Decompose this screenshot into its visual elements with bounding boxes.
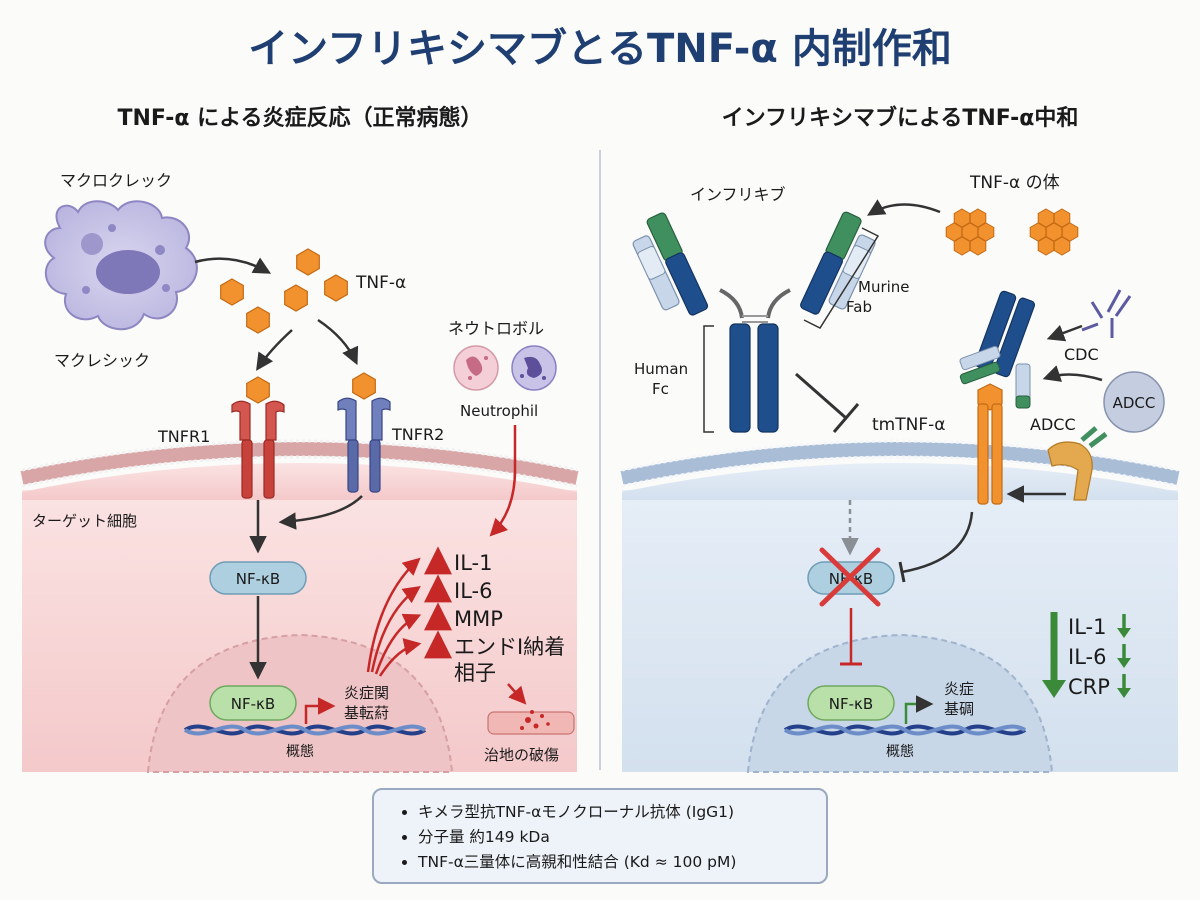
marker-il1: IL-1 bbox=[1068, 615, 1106, 639]
right-dna bbox=[783, 724, 1027, 736]
left-nucleus-label: 概態 bbox=[286, 744, 314, 760]
big-down-arrowhead bbox=[1042, 680, 1066, 698]
cdc-label: CDC bbox=[1064, 345, 1099, 364]
tmtnf-complex bbox=[959, 290, 1036, 505]
antibody-inhibit-line bbox=[795, 372, 847, 420]
murine-bracket bbox=[803, 227, 880, 329]
adcc-label: ADCC bbox=[1030, 415, 1076, 434]
nfkb-nucleus-right bbox=[807, 685, 895, 721]
tmtnf-label: tmTNF-α bbox=[872, 415, 945, 435]
info-item: キメラ型抗TNF-αモノクローナル抗体 (IgG1) bbox=[418, 800, 808, 825]
transcription-arrow-right bbox=[904, 695, 934, 724]
adcc-arrow bbox=[1042, 365, 1103, 382]
output-arrows bbox=[366, 557, 422, 677]
tnfr1-label: TNFR1 bbox=[157, 427, 210, 446]
nfkb-cytoplasm-label: NF-κB bbox=[236, 570, 280, 588]
left-nucleus bbox=[146, 633, 454, 773]
right-heading: インフリキシマブによるTNF-α中和 bbox=[722, 105, 1079, 131]
down-arrow-crp bbox=[1117, 674, 1131, 698]
left-cell-membrane bbox=[20, 439, 579, 500]
tnfr2-to-nfkb bbox=[278, 495, 363, 530]
nfkb-nucleus-right-label: NF-κB bbox=[829, 695, 873, 713]
gene-label-1: 炎症関 bbox=[344, 684, 389, 702]
neutrophil-label-en: Neutrophil bbox=[460, 402, 538, 420]
human-label-2: Fc bbox=[652, 380, 669, 398]
human-label-1: Human bbox=[634, 360, 688, 378]
cdc-arrow bbox=[1046, 324, 1083, 342]
macrophage-label-top: マクロクレック bbox=[60, 171, 172, 190]
tnf-trimer-label: TNF-α の体 bbox=[969, 173, 1060, 193]
macrophage bbox=[44, 200, 198, 331]
marker-list: IL-1 IL-6 CRP bbox=[1042, 612, 1131, 699]
fc-receptor bbox=[1047, 426, 1108, 501]
transcription-arrow bbox=[304, 697, 336, 724]
tnfr2-receptor bbox=[337, 372, 391, 493]
gene-label-2: 基転葤 bbox=[344, 704, 389, 722]
c1q-complement bbox=[1081, 289, 1132, 338]
left-dna bbox=[183, 724, 427, 736]
left-panel: TNF-α による炎症反応（正常病態） ターゲット細胞 概態 bbox=[20, 105, 579, 773]
tnf-trimer-2 bbox=[1029, 208, 1079, 256]
adcc-effector-cell bbox=[1103, 371, 1165, 433]
damaged-tissue bbox=[487, 710, 575, 735]
macrophage-label-bottom: マクレシック bbox=[54, 351, 150, 370]
neutrophil-label-jp: ネウトロボル bbox=[448, 319, 544, 338]
target-cell-label: ターゲット細胞 bbox=[32, 512, 137, 530]
info-item: TNF-α三量体に高親和性結合 (Kd ≈ 100 pM) bbox=[418, 850, 808, 875]
antibody-label: インフリキブ bbox=[690, 185, 786, 204]
marker-crp: CRP bbox=[1068, 675, 1110, 699]
right-panel: インフリキシマブによるTNF-α中和 概態 bbox=[620, 105, 1180, 773]
output-il6: IL-6 bbox=[454, 579, 492, 603]
murine-label-2: Fab bbox=[846, 298, 872, 316]
neutrophils bbox=[453, 345, 557, 391]
gene-label-right-1: 炎症 bbox=[944, 680, 974, 698]
output-adhesion: エンドI納着 bbox=[454, 635, 565, 659]
nfkb-nucleus bbox=[209, 685, 297, 721]
right-nucleus bbox=[746, 633, 1054, 773]
right-cell-membrane bbox=[620, 439, 1180, 500]
human-bracket bbox=[703, 325, 714, 433]
output-mmp: MMP bbox=[454, 607, 503, 631]
marker-il6: IL-6 bbox=[1068, 645, 1106, 669]
tnf-trimer-1 bbox=[945, 208, 995, 256]
down-arrow-il6 bbox=[1117, 644, 1131, 668]
arrow-to-tnfr2 bbox=[317, 318, 359, 366]
arrow-to-tnfr1 bbox=[256, 329, 293, 371]
tissue-label: 治地の破傷 bbox=[484, 746, 559, 764]
down-arrow-il1 bbox=[1117, 614, 1131, 638]
gene-label-right-2: 基碉 bbox=[944, 700, 974, 718]
nfkb-cytoplasm bbox=[209, 561, 307, 595]
antibody-inhibit-bar bbox=[832, 403, 860, 433]
tnf-alpha-label: TNF-α bbox=[355, 273, 406, 293]
tissue-arrow bbox=[507, 683, 527, 705]
tnfr1-receptor bbox=[231, 376, 285, 499]
info-list: キメラ型抗TNF-αモノクローナル抗体 (IgG1) 分子量 約149 kDa … bbox=[404, 800, 808, 875]
nfkb-nucleus-label: NF-κB bbox=[231, 695, 275, 713]
infliximab-antibody bbox=[632, 211, 876, 433]
tnfr2-label: TNFR2 bbox=[391, 425, 444, 444]
trimer-binding-arrow bbox=[866, 199, 941, 216]
page-title: インフリキシマブとるTNF-α 内制作和 bbox=[248, 26, 952, 72]
info-item: 分子量 約149 kDa bbox=[418, 825, 808, 850]
block-x-icon bbox=[819, 547, 881, 607]
output-il1: IL-1 bbox=[454, 551, 492, 575]
tmtnf-inhibit-line bbox=[901, 511, 974, 574]
murine-label-1: Murine bbox=[858, 278, 910, 296]
output-list: IL-1 IL-6 MMP エンドI納着 相子 bbox=[424, 546, 565, 685]
release-arrow bbox=[194, 257, 272, 274]
tmtnf-inhibit-bar bbox=[898, 561, 906, 583]
left-heading: TNF-α による炎症反応（正常病態） bbox=[117, 105, 482, 131]
neutrophil-arrow bbox=[489, 425, 517, 537]
adcc-cell-label: ADCC bbox=[1113, 394, 1156, 412]
right-nucleus-label: 概態 bbox=[886, 744, 914, 760]
info-box: キメラ型抗TNF-αモノクローナル抗体 (IgG1) 分子量 約149 kDa … bbox=[372, 788, 828, 884]
output-adhesion-cont: 相子 bbox=[454, 661, 496, 685]
